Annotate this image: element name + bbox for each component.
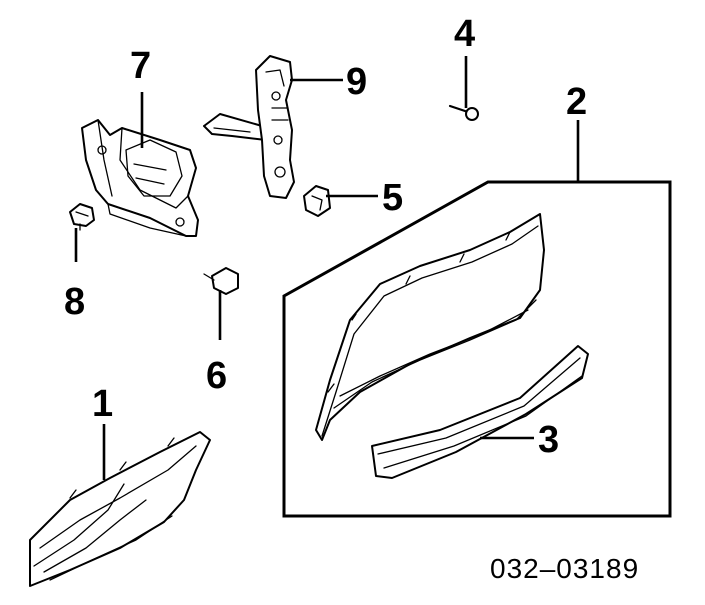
callout-8: 8 [64,281,85,323]
callout-2: 2 [566,81,587,123]
callout-7: 7 [130,45,151,87]
callout-4: 4 [454,13,475,55]
callout-5: 5 [382,177,403,219]
part-3-strip [371,345,589,479]
part-2-panel [315,213,545,441]
part-5-clip [303,185,331,217]
part-1-trim [29,431,211,587]
callout-1: 1 [92,383,113,425]
part-8-clip [69,203,95,231]
callout-9: 9 [346,61,367,103]
callout-6: 6 [206,355,227,397]
part-6-grommet [203,267,239,295]
part-4-bolt [448,104,479,121]
part-9-plate [203,55,295,199]
part-7-bracket [81,119,199,237]
callout-labels: 7 8 9 4 5 6 2 3 1 [64,13,587,461]
callout-3: 3 [538,419,559,461]
part-code: 032–03189 [490,553,639,584]
leader-lines [74,56,580,480]
